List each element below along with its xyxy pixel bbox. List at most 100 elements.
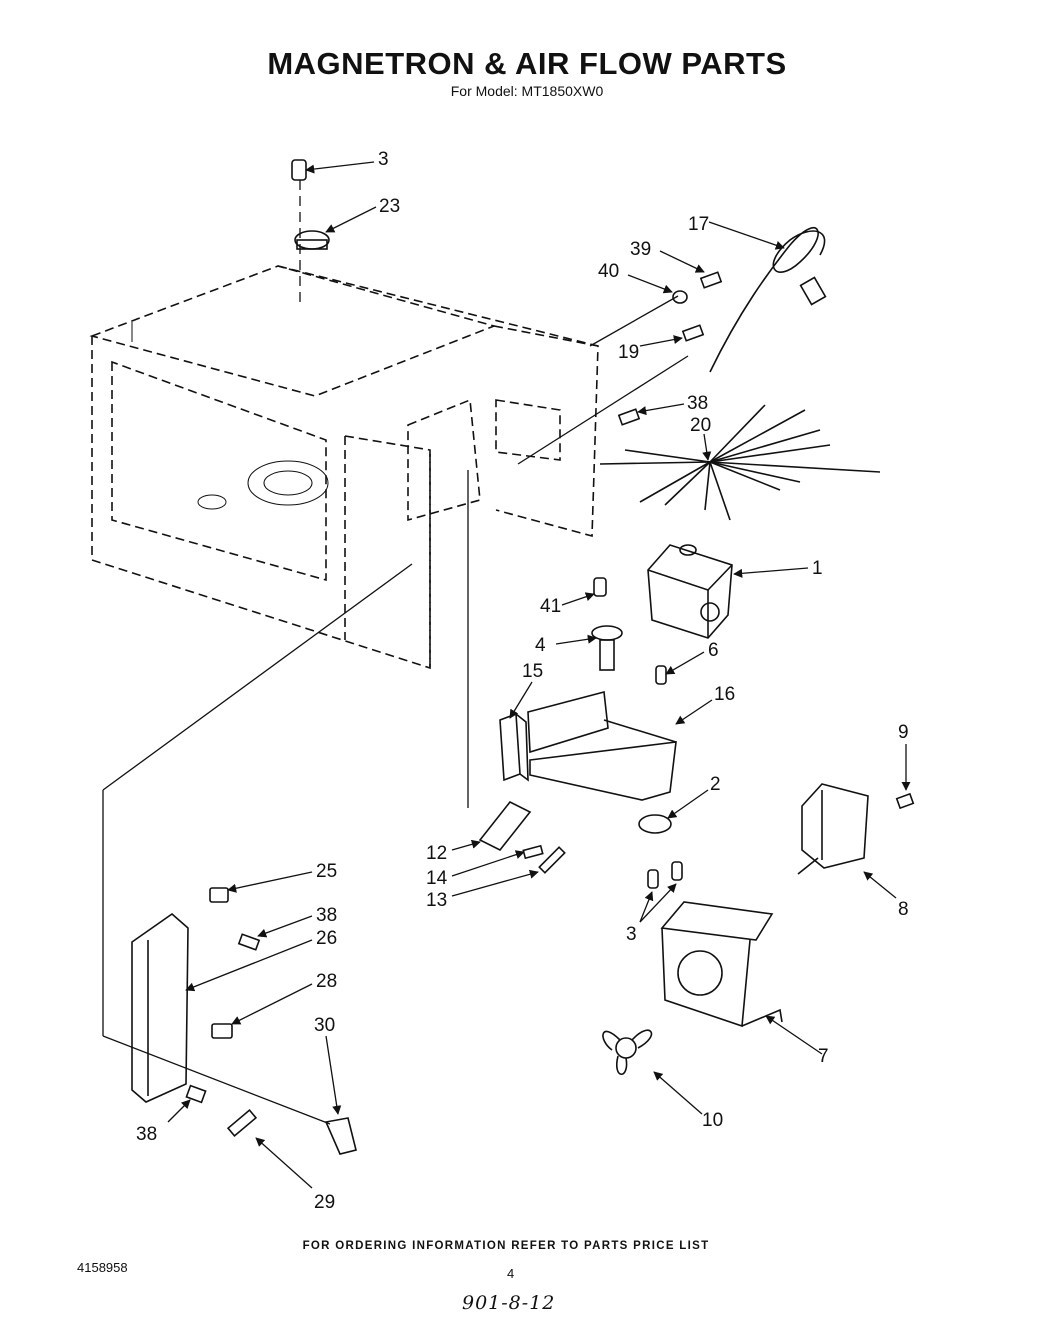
callout-8: 8 [863, 871, 909, 920]
cabinet-outline [89, 265, 599, 670]
callout-3-top: 3 [305, 149, 389, 174]
svg-text:39: 39 [630, 239, 651, 260]
part-switch-25 [209, 887, 229, 903]
svg-text:10: 10 [702, 1110, 723, 1131]
svg-text:15: 15 [522, 661, 543, 682]
callout-29: 29 [255, 1137, 335, 1213]
svg-text:2: 2 [710, 774, 721, 795]
part-screw-38-top [617, 408, 641, 426]
part-screw-39 [699, 271, 723, 289]
part-thermostat-23 [294, 230, 330, 250]
callout-6: 6 [665, 640, 719, 675]
part-fan-blade-10 [602, 1029, 653, 1075]
callout-40: 40 [598, 261, 673, 294]
svg-text:3: 3 [378, 149, 389, 170]
part-spring-13 [538, 846, 566, 874]
part-pin-14 [522, 844, 544, 860]
part-wire-harness-20 [599, 404, 881, 521]
part-screw-3-top [291, 159, 307, 181]
part-power-cord-17 [709, 227, 827, 373]
svg-text:16: 16 [714, 684, 735, 705]
part-screw-41 [593, 577, 607, 597]
callout-41: 41 [540, 592, 595, 617]
svg-text:9: 9 [898, 722, 909, 743]
part-latch-panel-26 [131, 912, 189, 1103]
callout-19: 19 [618, 335, 683, 363]
svg-text:14: 14 [426, 868, 448, 889]
part-filter-15 [499, 712, 529, 782]
svg-text:3: 3 [626, 924, 637, 945]
svg-text:23: 23 [379, 196, 400, 217]
part-screws-3-lower [647, 861, 683, 889]
svg-text:26: 26 [316, 928, 337, 949]
svg-text:8: 8 [898, 899, 909, 920]
part-spring-29 [226, 1109, 258, 1137]
callout-12: 12 [426, 839, 481, 864]
part-diode-4 [591, 625, 623, 671]
callout-38-top: 38 [637, 393, 708, 416]
callout-38-bottom: 38 [136, 1099, 191, 1145]
callout-2: 2 [667, 774, 721, 819]
svg-text:28: 28 [316, 971, 337, 992]
callout-group: 3 23 17 39 40 19 38 20 [136, 149, 911, 1213]
document-number: 4158958 [77, 1260, 128, 1275]
callout-38-mid: 38 [257, 905, 337, 938]
callout-10: 10 [653, 1071, 723, 1131]
callout-16: 16 [675, 684, 735, 725]
svg-text:6: 6 [708, 640, 719, 661]
callout-3-lower: 3 [626, 883, 677, 945]
callout-13: 13 [426, 869, 539, 911]
part-magnetron-1 [647, 544, 733, 639]
part-air-duct-16 [527, 690, 677, 801]
callout-1: 1 [733, 558, 823, 579]
svg-text:12: 12 [426, 843, 447, 864]
callout-4: 4 [535, 634, 597, 656]
svg-text:38: 38 [316, 905, 337, 926]
callout-28: 28 [231, 971, 337, 1025]
handwritten-note: 901-8-12 [462, 1292, 556, 1314]
svg-text:40: 40 [598, 261, 619, 282]
callout-14: 14 [426, 850, 525, 889]
svg-text:38: 38 [687, 393, 708, 414]
part-screw-6 [655, 665, 667, 685]
part-fan-motor-8 [797, 783, 869, 875]
svg-text:29: 29 [314, 1192, 335, 1213]
svg-text:19: 19 [618, 342, 639, 363]
callout-26: 26 [185, 928, 337, 992]
part-screw-38-mid [237, 933, 261, 951]
svg-text:7: 7 [818, 1046, 829, 1067]
callout-20: 20 [690, 415, 712, 461]
ordering-info-note: FOR ORDERING INFORMATION REFER TO PARTS … [302, 1240, 710, 1252]
callout-23: 23 [325, 196, 400, 233]
page-number: 4 [507, 1266, 515, 1281]
callout-9: 9 [898, 722, 911, 791]
svg-text:30: 30 [314, 1015, 335, 1036]
svg-text:25: 25 [316, 861, 337, 882]
callout-17: 17 [688, 214, 785, 250]
part-thermostat-2 [638, 814, 672, 834]
part-screw-38-bottom [185, 1084, 207, 1104]
part-hinge-12 [478, 800, 532, 852]
part-fan-bracket-7 [660, 901, 783, 1028]
part-screw-9 [895, 792, 915, 810]
svg-text:1: 1 [812, 558, 823, 579]
callout-7: 7 [765, 1015, 829, 1067]
callout-39: 39 [630, 239, 705, 273]
svg-text:41: 41 [540, 596, 561, 617]
part-switch-28 [211, 1023, 233, 1039]
part-washer-40 [672, 290, 688, 304]
leader-lines [102, 180, 689, 1125]
svg-text:20: 20 [690, 415, 711, 436]
svg-text:13: 13 [426, 890, 447, 911]
svg-text:4: 4 [535, 635, 546, 656]
svg-text:38: 38 [136, 1124, 157, 1145]
page-title: MAGNETRON & AIR FLOW PARTS [267, 46, 787, 81]
part-screw-19 [681, 324, 705, 342]
callout-15: 15 [509, 661, 543, 719]
callout-25: 25 [227, 861, 337, 893]
model-subtitle: For Model: MT1850XW0 [450, 83, 604, 99]
callout-30: 30 [314, 1015, 342, 1115]
part-lever-30 [324, 1117, 357, 1155]
svg-text:17: 17 [688, 214, 709, 235]
